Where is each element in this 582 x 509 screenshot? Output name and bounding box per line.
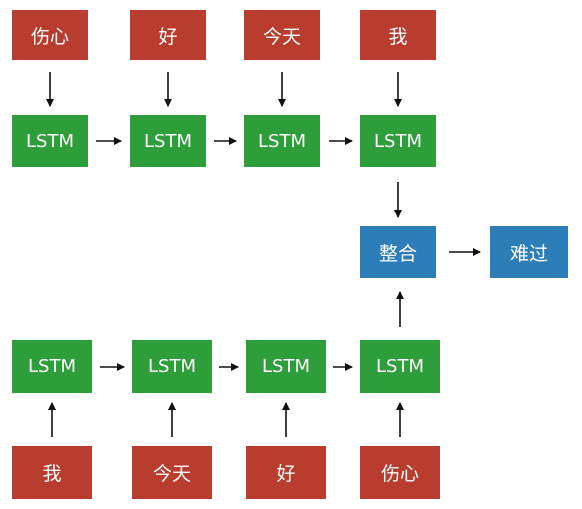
bottom-lstm-1: LSTM [12, 340, 92, 393]
merge-box: 整合 [360, 226, 436, 278]
bottom-lstm-2: LSTM [132, 340, 212, 393]
top-lstm-2: LSTM [130, 115, 206, 167]
bottom-word-2: 今天 [132, 446, 212, 499]
bottom-lstm-3: LSTM [246, 340, 326, 393]
top-word-3: 今天 [244, 10, 320, 60]
bottom-word-3: 好 [246, 446, 326, 499]
top-word-2: 好 [130, 10, 206, 60]
output-box: 难过 [490, 226, 568, 278]
bottom-lstm-4: LSTM [360, 340, 440, 393]
top-word-4: 我 [360, 10, 436, 60]
top-lstm-3: LSTM [244, 115, 320, 167]
bottom-word-1: 我 [12, 446, 92, 499]
bottom-word-4: 伤心 [360, 446, 440, 499]
top-word-1: 伤心 [12, 10, 88, 60]
top-lstm-4: LSTM [360, 115, 436, 167]
top-lstm-1: LSTM [12, 115, 88, 167]
